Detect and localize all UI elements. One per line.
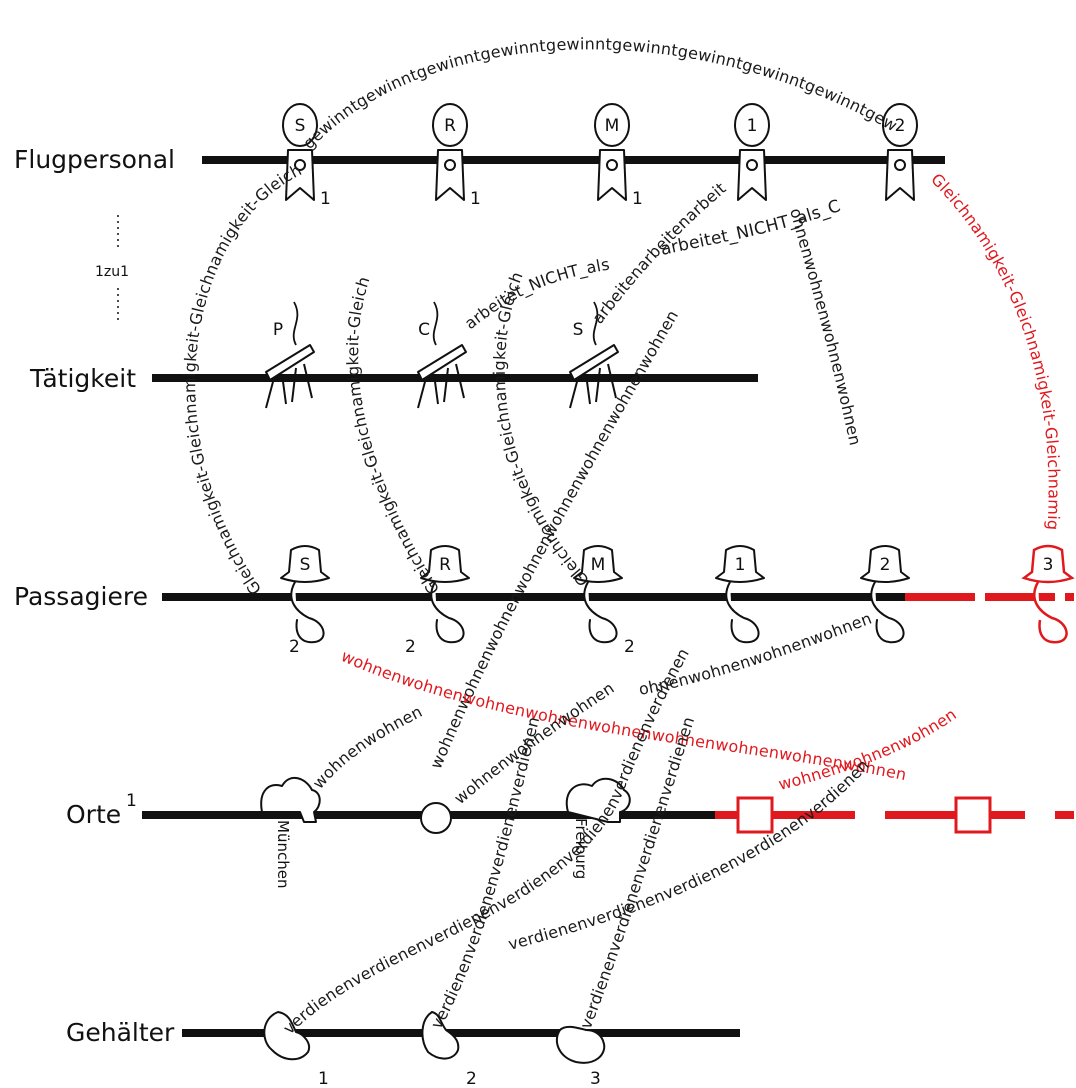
passenger-figure-3: 3 <box>1021 544 1075 644</box>
crew-figure-m: M 1 <box>594 103 643 209</box>
crew-figures: S 1 R 1 M 1 1 2 <box>282 103 918 209</box>
passenger-letter-s: S <box>300 555 311 575</box>
salary-shape-1 <box>263 1011 310 1061</box>
place-shape-muenchen <box>260 776 321 823</box>
place-figures: München Freiburg <box>260 776 992 888</box>
passenger-count-s: 2 <box>289 637 300 657</box>
row-label-taetigkeit: Tätigkeit <box>29 364 136 393</box>
salary-label-3: 3 <box>590 1069 601 1088</box>
activity-figures: P C S <box>265 301 619 409</box>
crew-letter-2: 2 <box>895 116 906 136</box>
passenger-letter-2: 2 <box>880 555 891 575</box>
relation-arbeitenarbeit: arbeitenarbeitenarbeit <box>588 179 729 328</box>
crew-letter-s: S <box>295 116 306 136</box>
activity-letter-c: C <box>418 320 430 340</box>
row-label-flugpersonal: Flugpersonal <box>14 145 175 174</box>
crew-figure-2: 2 <box>882 103 918 201</box>
passenger-count-m: 2 <box>624 637 635 657</box>
passenger-figure-r: R 2 <box>405 545 470 657</box>
relation-wohnen-muc: wohnenwohnen <box>309 702 426 793</box>
crew-letter-r: R <box>444 116 456 136</box>
place-box-red-1 <box>736 796 774 834</box>
place-shape-middle <box>420 802 452 834</box>
crew-letter-1: 1 <box>747 116 758 136</box>
crew-letter-m: M <box>605 116 620 136</box>
crew-count-m: 1 <box>632 189 643 209</box>
salary-shape-2 <box>421 1011 460 1060</box>
salary-shape-3 <box>555 1025 606 1064</box>
passenger-figure-1: 1 <box>715 545 765 644</box>
relation-wohnen-2-text: ohnenwohnenwohnenwohnen <box>786 206 865 447</box>
passenger-letter-1: 1 <box>735 555 746 575</box>
passenger-letter-r: R <box>439 555 451 575</box>
activity-figure-s: S <box>569 301 619 409</box>
salary-label-1: 1 <box>318 1069 329 1088</box>
crew-figure-s: S 1 <box>282 103 331 209</box>
place-box-red-2 <box>954 796 992 834</box>
crew-count-r: 1 <box>470 189 481 209</box>
cardinality-marker: 1zu1 <box>95 215 129 322</box>
salary-label-2: 2 <box>466 1069 477 1088</box>
passenger-figures: S 2 R 2 M 2 1 2 3 <box>280 544 1075 657</box>
relation-arbeitenarbeit-text: arbeitenarbeitenarbeit <box>588 179 729 328</box>
relation-arbeitet-1: arbeitet_NICHT_als <box>461 254 611 333</box>
passenger-letter-m: M <box>591 555 606 575</box>
passenger-figure-s: S 2 <box>280 545 330 657</box>
passenger-letter-3: 3 <box>1043 555 1054 575</box>
activity-letter-s: S <box>573 320 584 340</box>
relation-gleich-red: Gleichnamigkeit-Gleichnamigkeit-Gleichna… <box>927 170 1063 531</box>
place-label-muenchen: München <box>274 820 292 888</box>
activity-figure-p: P <box>265 301 315 409</box>
crew-count-s: 1 <box>320 189 331 209</box>
place-shape-freiburg <box>565 777 631 823</box>
crew-figure-r: R 1 <box>432 103 481 209</box>
relation-arbeitet-1-text: arbeitet_NICHT_als <box>461 254 611 333</box>
row-label-gehaelter: Gehälter <box>66 1018 175 1047</box>
salary-figures: 1 2 3 <box>263 1011 606 1088</box>
relation-wohnen-2: ohnenwohnenwohnenwohnen <box>786 206 865 447</box>
row-label-orte-sup: 1 <box>126 791 137 811</box>
activity-letter-p: P <box>273 320 283 340</box>
crew-figure-1: 1 <box>734 103 770 201</box>
row-label-orte: Orte <box>66 800 121 829</box>
passenger-figure-2: 2 <box>860 545 910 644</box>
relation-gleich-red-text: Gleichnamigkeit-Gleichnamigkeit-Gleichna… <box>927 170 1063 531</box>
cardinality-label: 1zu1 <box>95 264 129 280</box>
passenger-count-r: 2 <box>405 637 416 657</box>
activity-figure-c: C <box>417 301 467 409</box>
relation-wohnen-muc-text: wohnenwohnen <box>309 702 426 793</box>
passenger-figure-m: M 2 <box>573 545 635 657</box>
place-label-freiburg: Freiburg <box>572 818 590 879</box>
row-label-passagiere: Passagiere <box>14 582 148 611</box>
